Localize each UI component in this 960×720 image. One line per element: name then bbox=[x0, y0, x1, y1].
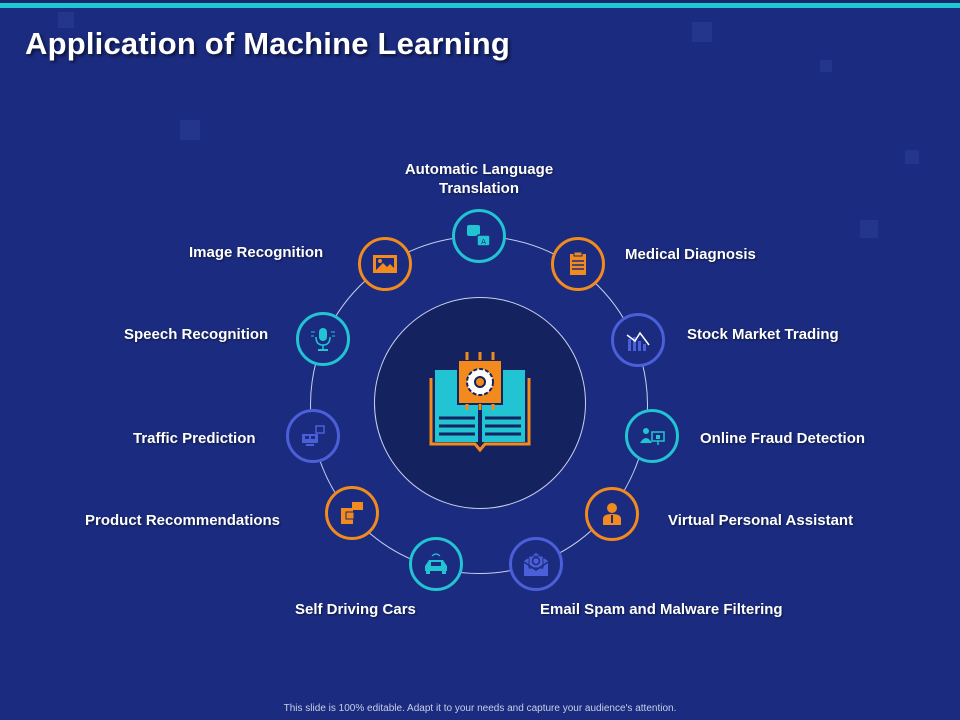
microphone-icon bbox=[296, 312, 350, 366]
person-icon bbox=[585, 487, 639, 541]
label-self-driving-cars: Self Driving Cars bbox=[295, 601, 416, 618]
image-icon bbox=[358, 237, 412, 291]
decor-square bbox=[820, 60, 832, 72]
label-line: Translation bbox=[438, 180, 520, 197]
label-automatic-language-translation: Automatic Language Translation bbox=[379, 160, 579, 198]
label-line: Automatic Language bbox=[404, 161, 554, 178]
page-title: Application of Machine Learning bbox=[25, 26, 511, 61]
footer-note: This slide is 100% editable. Adapt it to… bbox=[283, 703, 677, 714]
product-chat-icon bbox=[325, 486, 379, 540]
decor-square bbox=[58, 12, 74, 28]
fraud-monitor-icon bbox=[625, 409, 679, 463]
decor-square bbox=[180, 120, 200, 140]
label-stock-market-trading: Stock Market Trading bbox=[687, 326, 839, 343]
label-traffic-prediction: Traffic Prediction bbox=[133, 430, 256, 447]
decor-square bbox=[692, 22, 712, 42]
top-accent-line bbox=[0, 3, 960, 8]
blocked-email-icon bbox=[509, 537, 563, 591]
decor-square bbox=[860, 220, 878, 238]
svg-text:A: A bbox=[481, 238, 486, 246]
label-speech-recognition: Speech Recognition bbox=[124, 326, 269, 343]
label-online-fraud-detection: Online Fraud Detection bbox=[700, 430, 866, 447]
translate-icon: A bbox=[452, 209, 506, 263]
label-product-recommendations: Product Recommendations bbox=[85, 512, 281, 529]
label-medical-diagnosis: Medical Diagnosis bbox=[625, 246, 756, 263]
label-virtual-personal-assistant: Virtual Personal Assistant bbox=[668, 512, 854, 529]
decor-square bbox=[905, 150, 919, 164]
label-image-recognition: Image Recognition bbox=[189, 244, 324, 261]
stock-chart-icon bbox=[611, 313, 665, 367]
clipboard-icon bbox=[551, 237, 605, 291]
traffic-computer-icon bbox=[286, 409, 340, 463]
top-bar bbox=[0, 0, 960, 3]
machine-learning-book-chip-gear-icon bbox=[429, 352, 531, 453]
label-email-spam-filtering: Email Spam and Malware Filtering bbox=[540, 601, 783, 618]
car-icon bbox=[409, 537, 463, 591]
